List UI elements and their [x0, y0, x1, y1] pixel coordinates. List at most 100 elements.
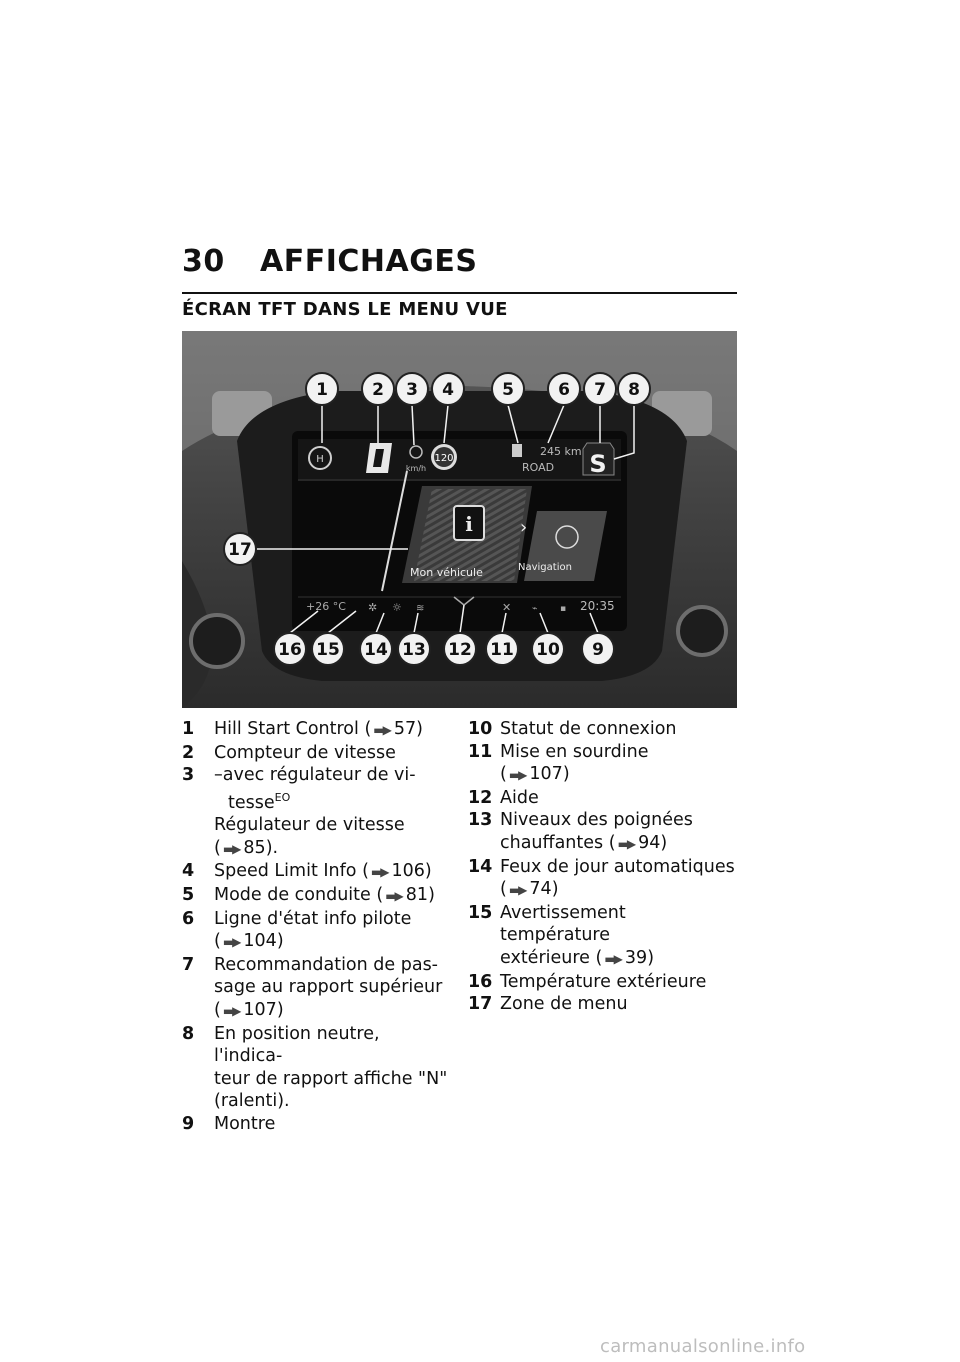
page-ref-arrow-icon: ▬▶ — [508, 883, 528, 898]
legend-number: 12 — [468, 787, 493, 808]
legend-text: Mise en sourdine — [500, 741, 649, 762]
svg-text:▪: ▪ — [560, 604, 566, 614]
callout-7: 7 — [594, 380, 606, 400]
page-ref-arrow-icon: ▬▶ — [604, 951, 623, 966]
legend-number: 15 — [468, 902, 493, 923]
legend-text: Avertissement température — [500, 902, 626, 946]
page-ref: 107 — [243, 999, 277, 1020]
svg-text:✕: ✕ — [502, 601, 511, 614]
svg-text:≋: ≋ — [416, 603, 424, 614]
legend-text: Zone de menu — [500, 994, 628, 1015]
callout-14: 14 — [364, 640, 388, 660]
legend-number: 14 — [468, 856, 493, 877]
callout-3: 3 — [406, 380, 418, 400]
callout-17: 17 — [228, 540, 252, 560]
legend-left: 1 Hill Start Control (▬▶57) 2 Compteur d… — [182, 718, 450, 1136]
legend-item: 14 Feux de jour automatiques(▬▶74) — [468, 856, 738, 902]
menu-right-text: Navigation — [518, 562, 572, 573]
legend-text-cont: extérieure — [500, 947, 590, 968]
legend-number: 11 — [468, 741, 493, 762]
page-ref: 57 — [393, 719, 417, 739]
svg-text:✲: ✲ — [368, 601, 377, 614]
legend-text: Speed Limit Info — [214, 861, 357, 882]
legend-text: –avec régulateur de vi- — [214, 765, 416, 786]
page-ref-arrow-icon: ▬▶ — [385, 888, 404, 903]
legend-text: Compteur de vitesse — [214, 742, 396, 763]
legend-item: 17 Zone de menu — [468, 993, 738, 1016]
legend-text-cont: tesse — [228, 792, 275, 813]
callout-5: 5 — [502, 380, 514, 400]
legend-number: 2 — [182, 742, 195, 763]
watermark-text: carmanualsonline.info — [600, 1336, 806, 1357]
legend-number: 6 — [182, 908, 195, 929]
page-ref-arrow-icon: ▬▶ — [617, 836, 637, 851]
gear-text: S — [589, 450, 606, 478]
heading-rule — [182, 292, 737, 294]
legend-number: 16 — [468, 971, 493, 992]
page-ref: 107 — [529, 764, 563, 785]
callout-11: 11 — [490, 640, 514, 660]
legend-text: Mode de conduite — [214, 884, 371, 905]
page-ref-arrow-icon: ▬▶ — [222, 841, 242, 856]
legend-item: 8 En position neutre, l'indica-teur de r… — [182, 1023, 450, 1113]
legend-number: 8 — [182, 1023, 195, 1044]
legend-item: 1 Hill Start Control (▬▶57) — [182, 718, 450, 742]
ref-suffix: . — [272, 837, 279, 858]
legend-text: Hill Start Control — [214, 719, 359, 739]
legend-text: Température extérieure — [500, 971, 707, 992]
legend-item: 16 Température extérieure — [468, 971, 738, 994]
equipment-superscript: EO — [274, 790, 291, 804]
svg-text:i: i — [465, 512, 473, 536]
callout-12: 12 — [448, 640, 472, 660]
legend-text-cont: teur de rapport affiche "N" — [214, 1068, 448, 1089]
dashboard-photo: H km/h 120 245 km ROAD S i Mon véhicule … — [182, 331, 737, 708]
legend-item: 2 Compteur de vitesse — [182, 742, 450, 765]
legend-text-cont: chauffantes — [500, 832, 604, 853]
page-ref-arrow-icon: ▬▶ — [222, 935, 242, 950]
callout-15: 15 — [316, 640, 340, 660]
legend-text: Feux de jour automatiques — [500, 856, 735, 877]
legend-item: 12 Aide — [468, 787, 738, 810]
temperature-text: +26 °C — [306, 600, 346, 613]
callout-16: 16 — [278, 640, 302, 660]
page-ref-arrow-icon: ▬▶ — [370, 865, 390, 880]
callout-9: 9 — [592, 640, 604, 660]
speed-unit-text: km/h — [406, 464, 426, 473]
legend-text-cont: (ralenti). — [214, 1091, 290, 1112]
legend-item: 7 Recommandation de pas-sage au rapport … — [182, 954, 450, 1023]
legend-text: En position neutre, l'indica- — [214, 1023, 380, 1067]
legend-item: 11 Mise en sourdine(▬▶107) — [468, 741, 738, 787]
svg-text:›: › — [520, 517, 527, 538]
callout-1: 1 — [316, 380, 328, 400]
legend-number: 10 — [468, 719, 493, 739]
clock-text: 20:35 — [580, 599, 615, 613]
legend-text: Aide — [500, 787, 539, 808]
mode-text: ROAD — [522, 461, 554, 474]
callout-6: 6 — [558, 380, 570, 400]
legend-text-cont: Régulateur de vitesse — [214, 815, 405, 836]
page-ref: 94 — [638, 832, 661, 853]
page-ref-arrow-icon: ▬▶ — [373, 723, 392, 737]
callout-10: 10 — [536, 640, 560, 660]
svg-text:H: H — [316, 454, 324, 465]
page-ref: 81 — [405, 884, 429, 905]
page-number: 30 — [182, 244, 225, 279]
legend-number: 17 — [468, 994, 493, 1015]
legend-right: 10 Statut de connexion 11 Mise en sourdi… — [468, 718, 738, 1016]
range-text: 245 km — [540, 445, 582, 458]
legend-item: 4 Speed Limit Info (▬▶106) — [182, 860, 450, 884]
legend-item: 6 Ligne d'état info pilote(▬▶104) — [182, 908, 450, 954]
legend-text: Montre — [214, 1113, 276, 1134]
legend-number: 7 — [182, 954, 195, 975]
callout-4: 4 — [442, 380, 454, 400]
legend-item: 9 Montre — [182, 1113, 450, 1136]
speed-limit-text: 120 — [434, 453, 453, 464]
legend-text-cont: sage au rapport supérieur — [214, 977, 443, 998]
page-ref-arrow-icon: ▬▶ — [508, 768, 528, 783]
section-title: ÉCRAN TFT DANS LE MENU VUE — [182, 299, 508, 320]
legend-number: 1 — [182, 719, 195, 739]
legend-item: 10 Statut de connexion — [468, 718, 738, 741]
